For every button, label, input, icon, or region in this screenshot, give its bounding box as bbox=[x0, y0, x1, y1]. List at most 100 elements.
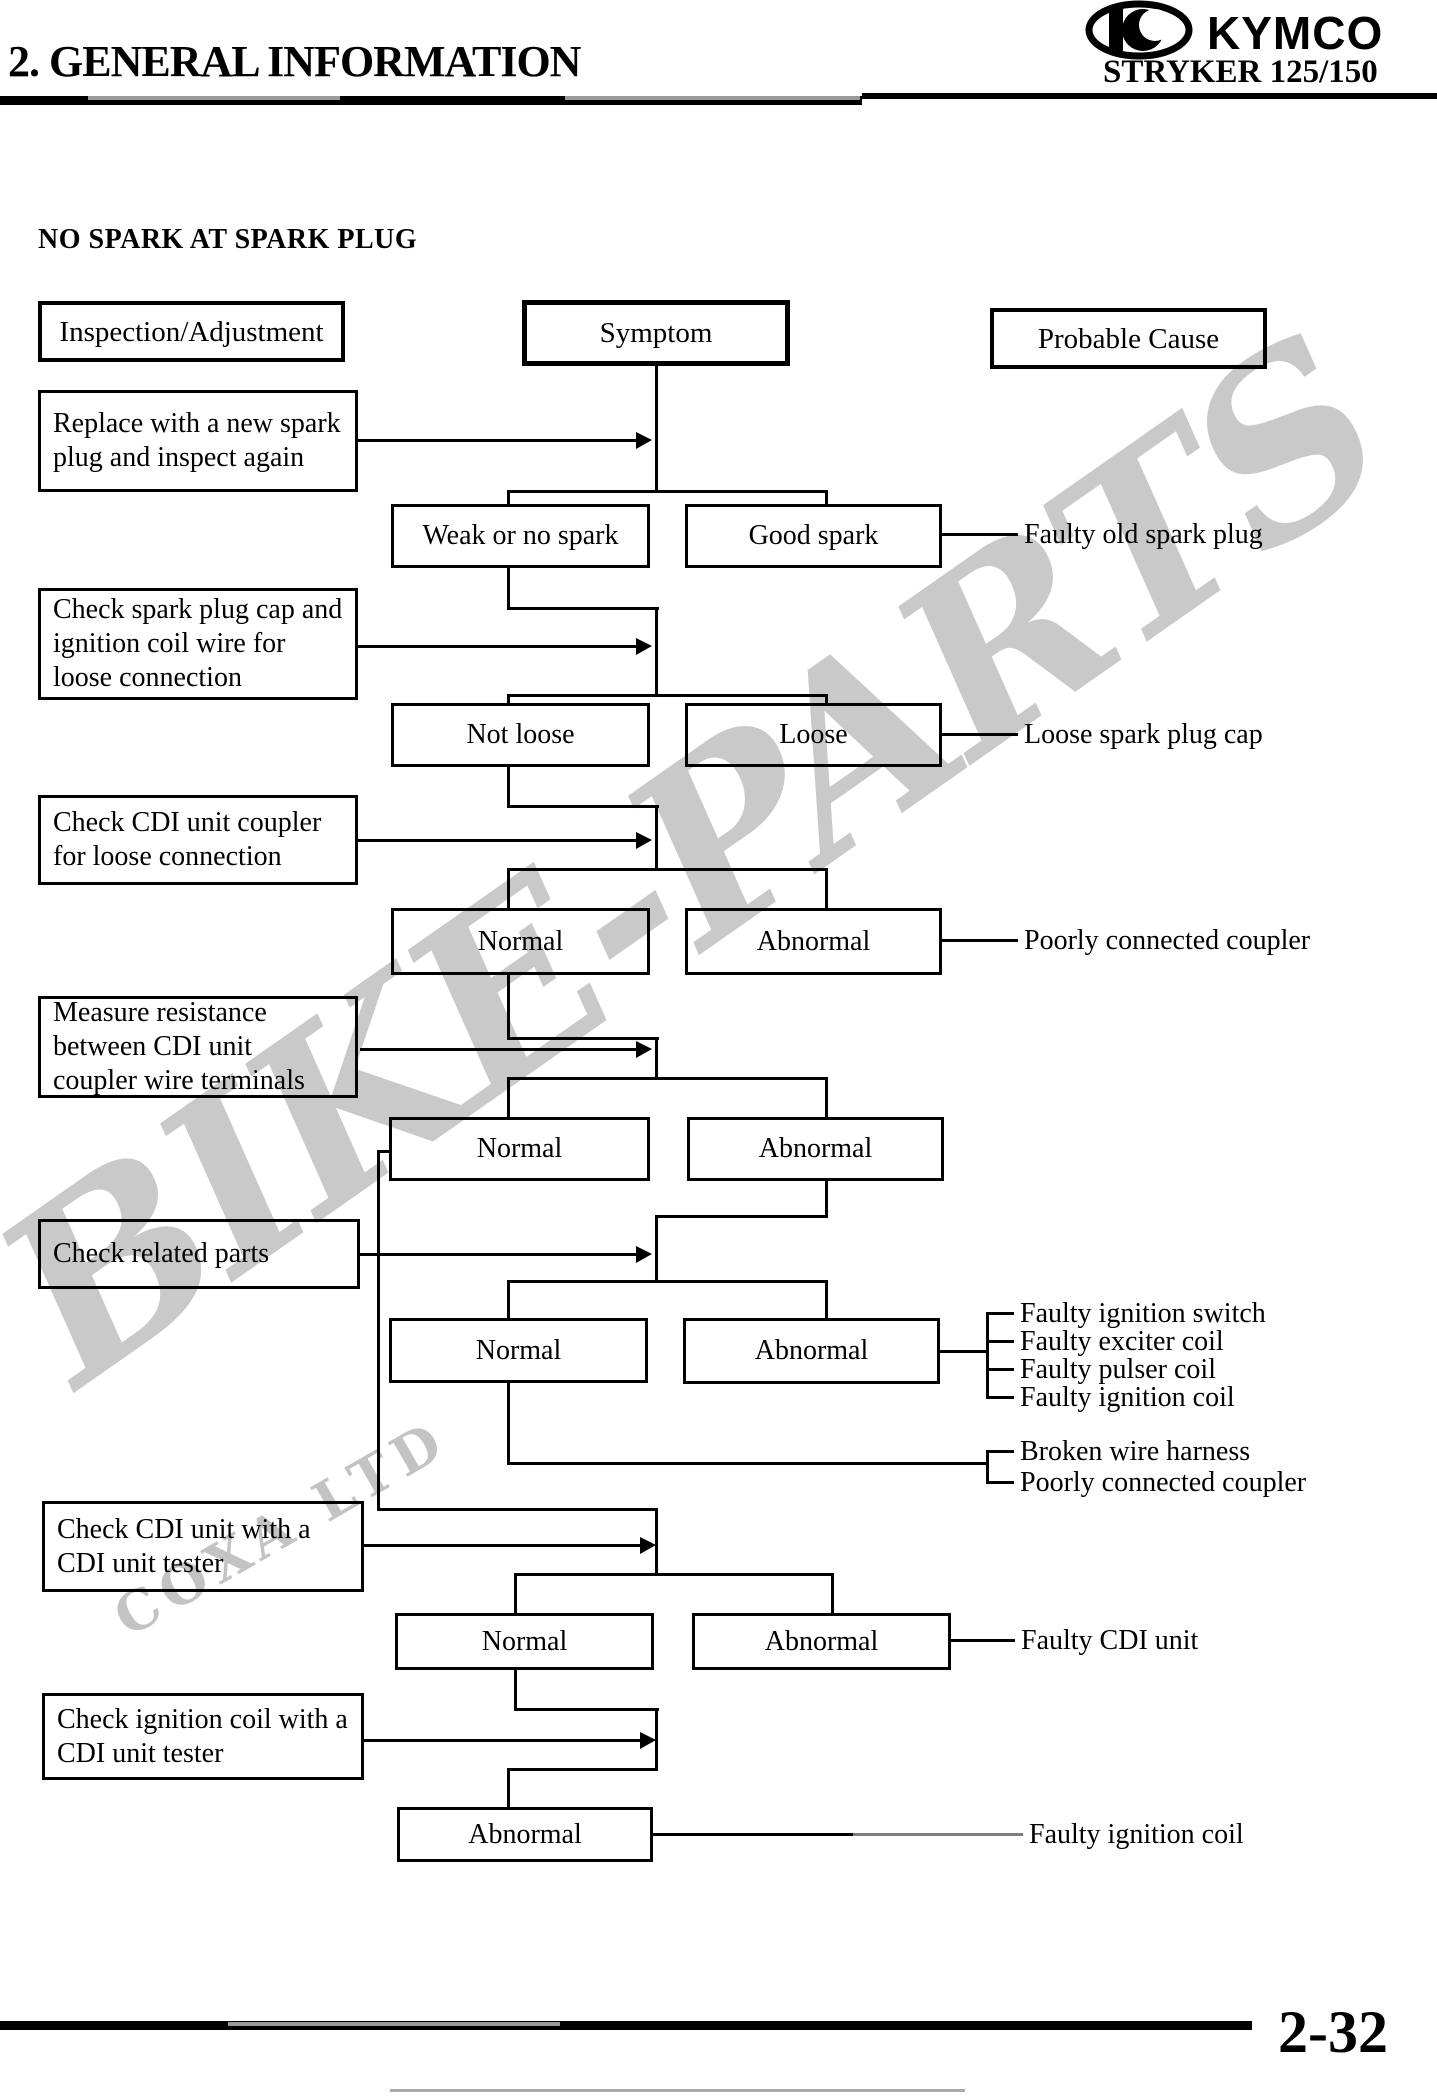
result-box-not-loose: Not loose bbox=[391, 703, 650, 767]
result-label: Abnormal bbox=[758, 1133, 873, 1164]
header-rule-right bbox=[862, 93, 1437, 99]
connector-line bbox=[507, 568, 510, 610]
result-label: Abnormal bbox=[754, 1335, 869, 1366]
connector-line bbox=[507, 607, 659, 610]
connector-line bbox=[507, 805, 659, 808]
bracket-line bbox=[986, 1312, 989, 1399]
result-box-abnormal-4: Abnormal bbox=[687, 1117, 944, 1181]
footer-edge-line bbox=[390, 2089, 965, 2092]
bracket-tick bbox=[986, 1450, 1014, 1453]
cause-text-faulty-old-spark-plug: Faulty old spark plug bbox=[1024, 519, 1263, 550]
cause-line bbox=[951, 1639, 1015, 1642]
result-box-normal-6: Normal bbox=[395, 1613, 654, 1670]
result-box-abnormal-5: Abnormal bbox=[683, 1318, 940, 1384]
split-line bbox=[507, 1280, 827, 1283]
connector-line bbox=[655, 1215, 828, 1218]
connector-line bbox=[655, 805, 658, 871]
arrow-stage-3 bbox=[358, 832, 652, 849]
cause-text-faulty-cdi-unit: Faulty CDI unit bbox=[1021, 1625, 1199, 1656]
result-label: Abnormal bbox=[764, 1625, 879, 1657]
cause-line bbox=[942, 939, 1018, 942]
result-box-loose: Loose bbox=[685, 703, 942, 767]
bracket-tick bbox=[986, 1396, 1014, 1399]
column-header-probable-cause: Probable Cause bbox=[990, 308, 1267, 369]
connector-line bbox=[507, 868, 510, 908]
arrow-stage-2 bbox=[358, 638, 652, 655]
connector-line bbox=[507, 1383, 510, 1465]
connector-line bbox=[507, 767, 510, 808]
inspection-label: Check spark plug cap and ignition coil w… bbox=[53, 594, 343, 693]
result-box-abnormal-6: Abnormal bbox=[692, 1613, 951, 1670]
inspection-box-measure-resistance: Measure resistance between CDI unit coup… bbox=[38, 996, 358, 1098]
header-rule-gray-1 bbox=[88, 96, 340, 100]
result-label: Good spark bbox=[748, 520, 879, 551]
connector-line bbox=[655, 607, 658, 697]
connector-line bbox=[507, 1768, 510, 1807]
cause-text-poorly-connected-coupler-2: Poorly connected coupler bbox=[1020, 1467, 1307, 1498]
connector-line bbox=[507, 1037, 659, 1040]
result-label: Normal bbox=[476, 1133, 563, 1164]
result-box-normal-5: Normal bbox=[389, 1318, 648, 1383]
column-header-probable-cause-label: Probable Cause bbox=[1037, 322, 1220, 355]
arrow-stage-7 bbox=[364, 1732, 656, 1749]
result-label: Normal bbox=[477, 925, 564, 957]
cause-text-poorly-connected-coupler: Poorly connected coupler bbox=[1024, 925, 1311, 956]
bracket-tick bbox=[986, 1340, 1014, 1343]
bypass-line bbox=[377, 1508, 658, 1511]
result-box-abnormal-3: Abnormal bbox=[685, 908, 942, 975]
bracket-feed-line bbox=[507, 1462, 986, 1465]
inspection-box-check-spark-plug-cap: Check spark plug cap and ignition coil w… bbox=[38, 588, 358, 700]
model-name: STRYKER 125/150 bbox=[1103, 54, 1378, 90]
section-title: 2. GENERAL INFORMATION bbox=[8, 37, 581, 86]
result-box-abnormal-7: Abnormal bbox=[397, 1807, 653, 1862]
flowchart-title: NO SPARK AT SPARK PLUG bbox=[38, 224, 418, 255]
cause-line bbox=[653, 1833, 853, 1836]
connector-line bbox=[655, 1037, 658, 1080]
result-box-normal-4: Normal bbox=[389, 1117, 650, 1181]
inspection-label: Check CDI unit with a CDI unit tester bbox=[57, 1513, 311, 1579]
connector-line bbox=[507, 694, 510, 703]
inspection-box-check-ignition-coil: Check ignition coil with a CDI unit test… bbox=[42, 1693, 364, 1780]
inspection-box-replace-spark-plug: Replace with a new spark plug and inspec… bbox=[38, 390, 358, 492]
connector-line bbox=[825, 1077, 828, 1117]
brand-wordmark: KYMCO bbox=[1207, 7, 1384, 59]
connector-line bbox=[825, 694, 828, 703]
cause-text-faulty-ignition-switch: Faulty ignition switch bbox=[1020, 1298, 1266, 1329]
footer-rule-gray bbox=[228, 2022, 560, 2026]
result-box-weak-or-no-spark: Weak or no spark bbox=[391, 504, 650, 568]
connector-line bbox=[655, 1708, 658, 1771]
cause-text-faulty-ignition-coil: Faulty ignition coil bbox=[1020, 1382, 1235, 1413]
result-label: Normal bbox=[475, 1334, 562, 1366]
result-label: Abnormal bbox=[468, 1818, 582, 1850]
inspection-label: Check CDI unit coupler for loose connect… bbox=[53, 807, 322, 872]
connector-line bbox=[825, 868, 828, 908]
split-line bbox=[514, 1573, 834, 1576]
column-header-inspection-label: Inspection/Adjustment bbox=[59, 315, 324, 348]
connector-line bbox=[831, 1573, 834, 1613]
connector-line bbox=[507, 975, 510, 1040]
connector-line bbox=[507, 490, 510, 504]
result-label: Abnormal bbox=[756, 925, 871, 957]
result-label: Loose bbox=[779, 719, 848, 750]
inspection-box-check-cdi-coupler: Check CDI unit coupler for loose connect… bbox=[38, 795, 358, 885]
connector-line bbox=[825, 1280, 828, 1321]
kymco-logo-icon bbox=[1085, 0, 1193, 60]
result-label: Normal bbox=[481, 1625, 568, 1657]
connector-line bbox=[655, 365, 658, 490]
split-line bbox=[507, 868, 827, 871]
inspection-label: Measure resistance between CDI unit coup… bbox=[53, 997, 305, 1096]
cause-line bbox=[942, 533, 1018, 536]
bracket-line bbox=[986, 1450, 989, 1484]
bracket-tick bbox=[986, 1312, 1014, 1315]
connector-line bbox=[655, 1508, 658, 1573]
inspection-label: Check ignition coil with a CDI unit test… bbox=[57, 1703, 348, 1769]
connector-line bbox=[507, 1768, 658, 1771]
cause-text-loose-spark-plug-cap: Loose spark plug cap bbox=[1024, 719, 1263, 750]
inspection-box-check-cdi-unit: Check CDI unit with a CDI unit tester bbox=[42, 1501, 364, 1592]
result-label: Not loose bbox=[466, 719, 575, 750]
cause-line bbox=[942, 733, 1018, 736]
inspection-label: Check related parts bbox=[53, 1238, 270, 1269]
arrow-stage-5 bbox=[360, 1246, 652, 1263]
column-header-inspection: Inspection/Adjustment bbox=[38, 301, 345, 362]
result-box-normal-3: Normal bbox=[391, 908, 650, 975]
